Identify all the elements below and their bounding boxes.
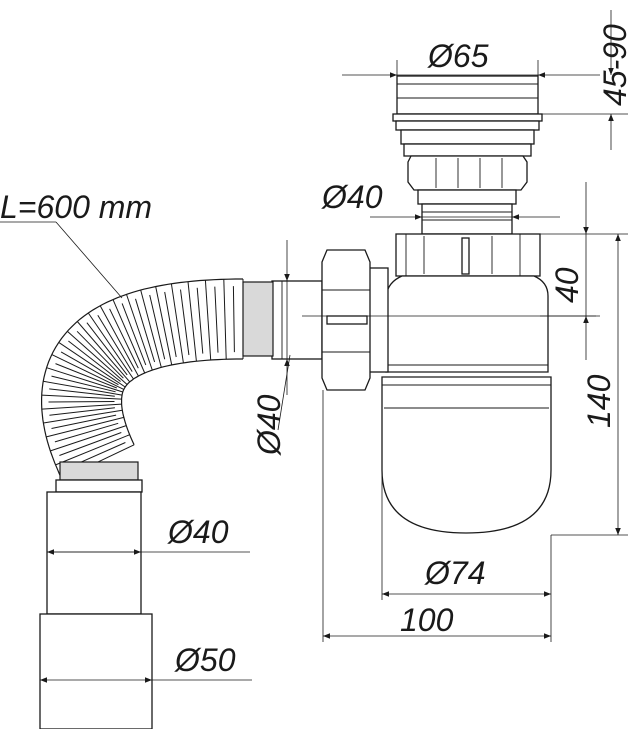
hose-rib — [54, 422, 119, 443]
hose-rib — [99, 305, 139, 377]
hose-rib — [68, 340, 121, 382]
trap-body — [385, 275, 549, 373]
hose-rib — [140, 289, 162, 368]
trap-height-label: 140 — [581, 374, 617, 428]
corrugated-hose — [41, 278, 274, 493]
overall-width-label: 100 — [400, 602, 454, 638]
hose-rib — [135, 298, 156, 363]
dimension-lines — [0, 10, 628, 683]
strainer-diameter-label: Ø65 — [427, 38, 489, 74]
hose-rib — [232, 286, 235, 353]
hose-rib — [41, 394, 122, 400]
hose-rib — [112, 299, 146, 374]
hose-rib — [149, 294, 166, 360]
hose-rib — [66, 330, 128, 385]
hose-rib — [170, 283, 184, 363]
hose-rib — [97, 314, 133, 372]
pipe-d50-label: Ø50 — [174, 642, 236, 678]
pipe-d40 — [46, 491, 142, 615]
side-nut — [321, 249, 371, 391]
hose-rib — [204, 280, 212, 361]
hose-rib — [49, 407, 115, 416]
trap-top-nut — [395, 233, 541, 277]
hose-rib — [214, 286, 219, 353]
hose-rib — [51, 354, 125, 390]
drain-strainer — [392, 75, 543, 157]
hose-outline-inner — [121, 358, 243, 446]
hose-rib — [76, 330, 124, 379]
hose-rib — [155, 286, 173, 366]
hose-rib — [58, 341, 126, 388]
hose-rib — [180, 289, 190, 356]
hose-outline-outer — [41, 278, 243, 480]
hose-rib — [41, 403, 122, 410]
hose-rib — [43, 380, 123, 396]
hose-rib — [76, 321, 131, 383]
hose-rib — [55, 434, 130, 466]
tailpiece-diameter-label: Ø40 — [321, 179, 383, 215]
hose-rib — [51, 375, 116, 393]
hose-rib — [187, 281, 197, 362]
strainer-height-label: 45-90 — [597, 24, 630, 106]
hose-rib — [49, 388, 115, 397]
drain-nut — [407, 155, 528, 191]
hose-rib — [43, 409, 123, 424]
hose-rib — [59, 432, 122, 456]
pipe-d50 — [39, 613, 153, 729]
tailpiece — [417, 189, 517, 235]
hose-rib — [46, 416, 124, 438]
hose-rib — [51, 414, 117, 429]
hose-rib — [60, 351, 119, 386]
trap-bottle-cup — [381, 376, 552, 534]
hose-length-label: L=600 mm — [0, 189, 152, 225]
hose-rib — [48, 401, 115, 403]
pipe-d40-label: Ø40 — [167, 514, 229, 550]
hose-rib — [109, 308, 139, 369]
hose-rib — [55, 363, 117, 389]
hose-rib — [46, 367, 123, 393]
hose-rib — [164, 291, 177, 358]
hose-rib — [86, 322, 128, 376]
hose-rib — [196, 287, 204, 354]
hose-rib — [121, 303, 147, 366]
hose-rib — [87, 312, 134, 380]
bottle-diameter-label: Ø74 — [424, 555, 485, 591]
hose-rib — [126, 294, 153, 371]
hose-rib — [50, 425, 127, 452]
outlet-offset-label: 40 — [549, 267, 585, 303]
hose-rib — [223, 279, 227, 360]
side-outlet-diameter-label: Ø40 — [251, 394, 287, 456]
